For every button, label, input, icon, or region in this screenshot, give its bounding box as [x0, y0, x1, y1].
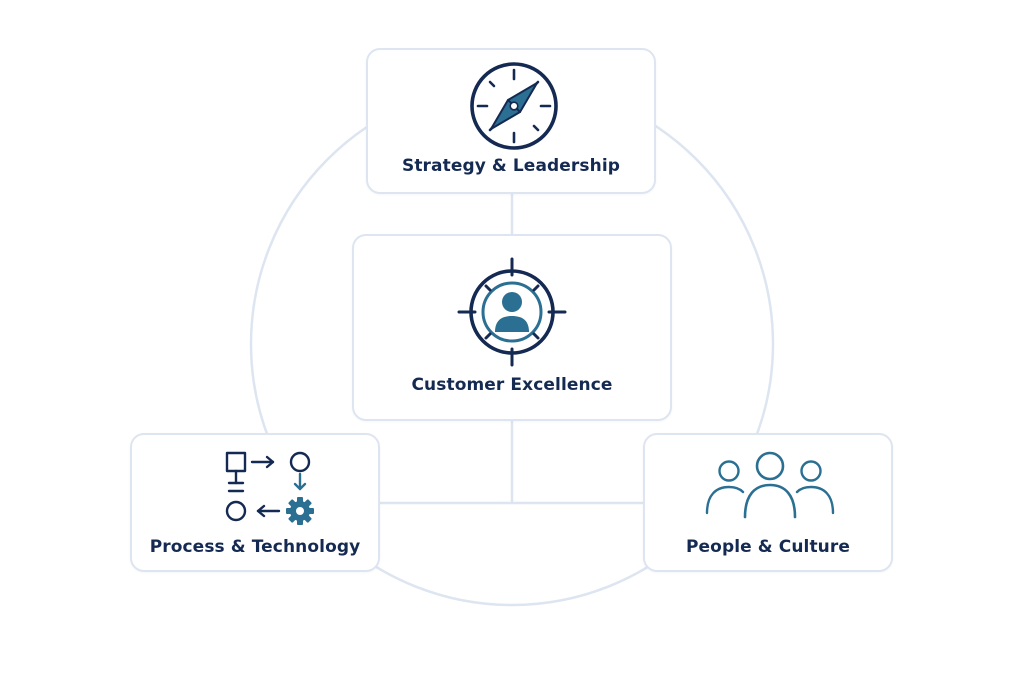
people-group-icon	[705, 451, 835, 519]
node-process-technology: Process & Technology	[130, 433, 380, 572]
node-customer-excellence: Customer Excellence	[352, 234, 672, 421]
node-people-culture: People & Culture	[643, 433, 893, 572]
process-flow-icon	[225, 451, 314, 525]
node-label-customer-excellence: Customer Excellence	[411, 375, 613, 395]
node-label-strategy-leadership: Strategy & Leadership	[401, 156, 621, 176]
compass-icon	[470, 62, 558, 150]
node-label-people-culture: People & Culture	[685, 537, 850, 557]
node-strategy-leadership: Strategy & Leadership	[366, 48, 656, 194]
node-label-process-technology: Process & Technology	[149, 537, 361, 557]
customer-target-icon	[457, 257, 567, 367]
